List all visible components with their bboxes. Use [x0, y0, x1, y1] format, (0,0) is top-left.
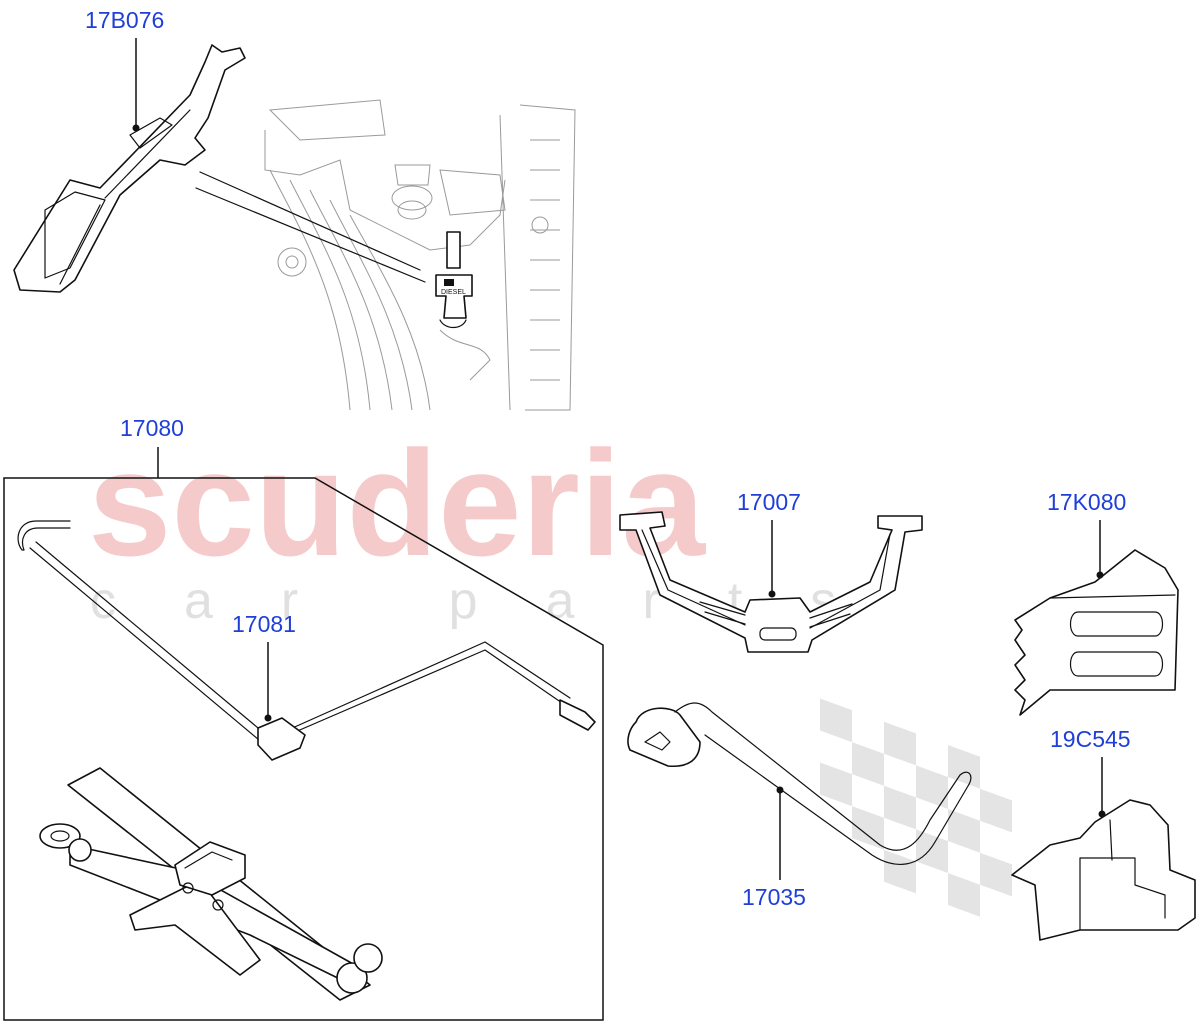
part-scissor-jack: [39, 767, 383, 1001]
callout-17081: 17081: [232, 611, 296, 722]
callout-17K080: 17K080: [1047, 489, 1126, 579]
checkered-flag-graphic: [820, 698, 1012, 917]
kit-17080-enclosure: 17080: [3, 415, 604, 1021]
callout-label-17081: 17081: [232, 611, 296, 637]
part-17035-wheel-brace: [627, 702, 972, 865]
callout-label-17080: 17080: [120, 415, 184, 441]
filler-cap-detail: DIESEL: [195, 171, 473, 329]
part-17007-strap: [619, 511, 923, 653]
part-17081-jack-handle: [17, 520, 596, 761]
diesel-label: DIESEL: [441, 289, 466, 296]
part-19C545-bracket: [1011, 799, 1196, 941]
part-17B076-bracket: [13, 44, 246, 293]
callout-label-17B076: 17B076: [85, 7, 164, 33]
callout-label-17035: 17035: [742, 884, 806, 910]
watermark: scuderia car parts: [88, 419, 1012, 917]
watermark-brand: scuderia: [88, 419, 707, 587]
fuel-pump-icon: [444, 279, 454, 286]
part-17K080-panel: [1014, 549, 1179, 716]
callout-label-17007: 17007: [737, 489, 801, 515]
callout-label-17K080: 17K080: [1047, 489, 1126, 515]
callout-label-19C545: 19C545: [1050, 726, 1131, 752]
engine-bay-context: [264, 99, 576, 411]
callout-17007: 17007: [737, 489, 801, 598]
callout-17B076: 17B076: [85, 7, 164, 132]
callout-17035: 17035: [742, 786, 806, 910]
callout-19C545: 19C545: [1050, 726, 1131, 818]
